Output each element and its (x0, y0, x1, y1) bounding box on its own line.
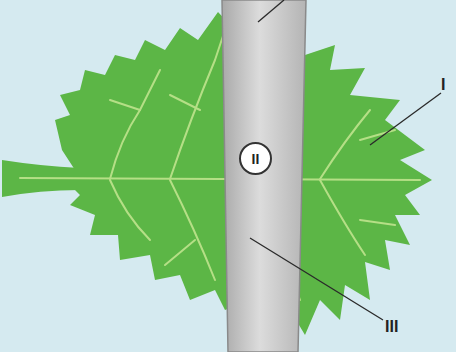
vein (170, 95, 200, 110)
vein (170, 180, 215, 280)
vein (110, 100, 140, 110)
leader-line (250, 238, 383, 320)
leader-lines (250, 0, 441, 320)
vein (110, 180, 150, 240)
part-label: III (385, 318, 398, 336)
vein (170, 30, 225, 179)
callout-number: II (252, 151, 260, 167)
vein (360, 130, 395, 140)
vein (320, 180, 365, 255)
leaf-veins (20, 30, 420, 300)
vein (110, 70, 160, 179)
vein (320, 110, 370, 179)
callout-circle: II (239, 142, 272, 175)
midrib (20, 178, 420, 180)
leader-line (370, 93, 441, 145)
foil-band (222, 0, 306, 352)
leader-line (258, 0, 284, 22)
vein (360, 220, 395, 225)
part-label: I (441, 76, 445, 94)
vein (165, 240, 195, 265)
